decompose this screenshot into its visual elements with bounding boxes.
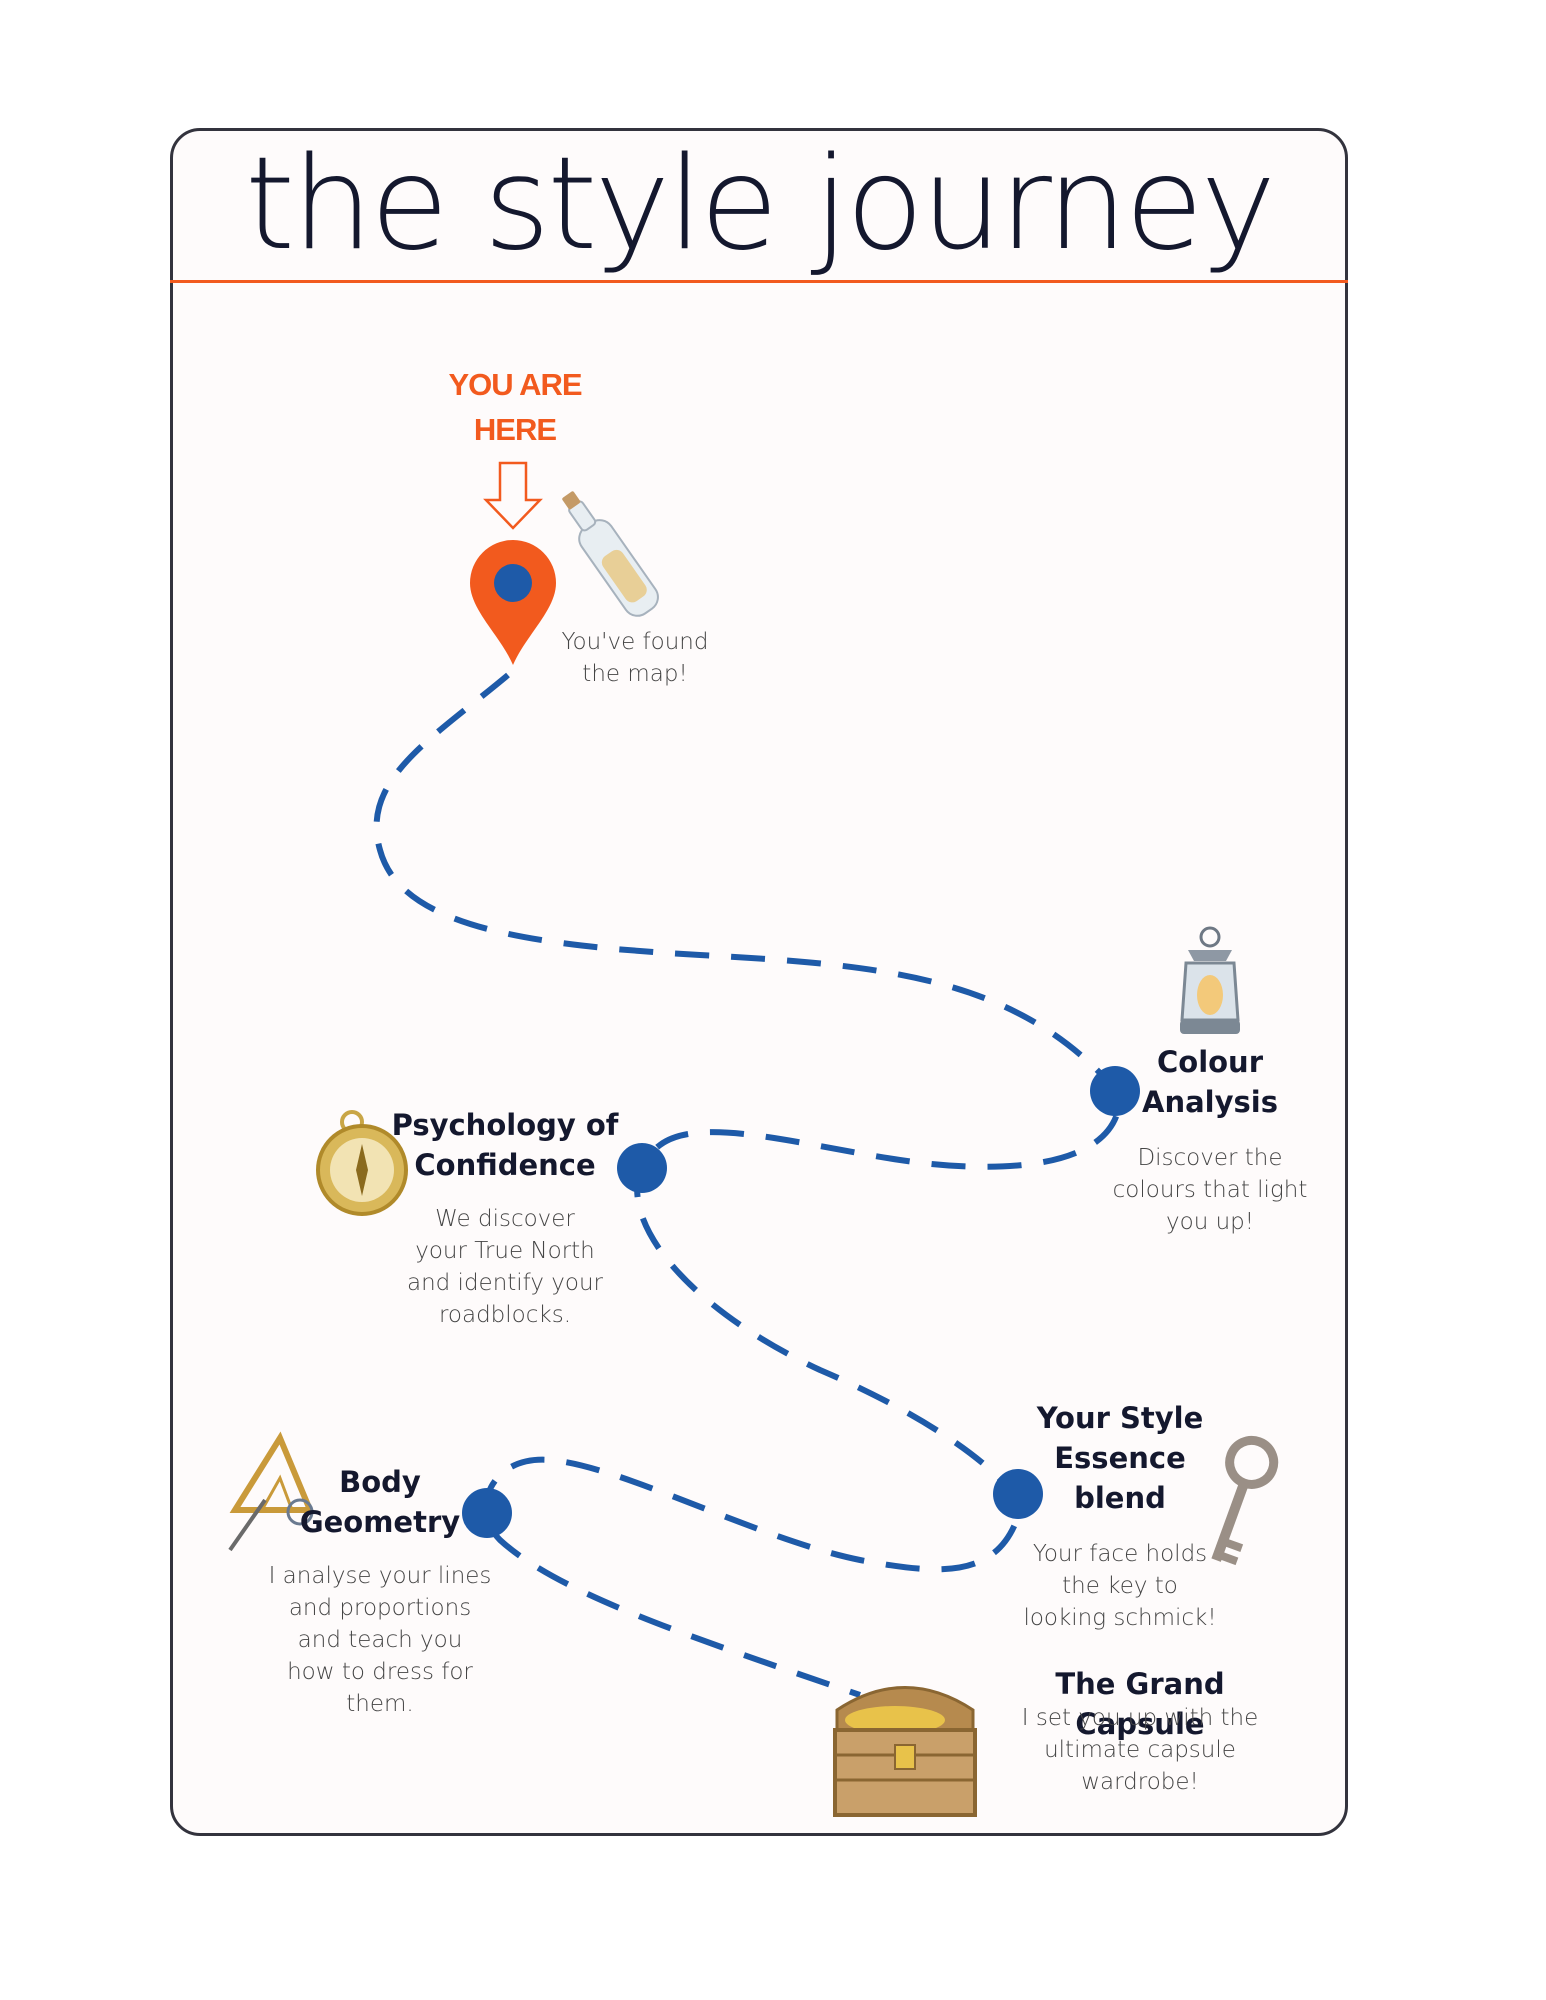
lantern-icon — [1180, 928, 1240, 1034]
stop-desc-style-essence: Your face holds the key to looking schmi… — [1000, 1538, 1240, 1634]
stop-title-psychology: Psychology of Confidence — [370, 1105, 640, 1185]
message-bottle-icon — [552, 484, 663, 621]
stop-desc-colour-analysis: Discover the colours that light you up! — [1095, 1142, 1325, 1238]
marker-note: You've found the map! — [535, 626, 735, 690]
stop-title-style-essence: Your Style Essence blend — [1000, 1398, 1240, 1518]
stop-desc-body-geometry: I analyse your lines and proportions and… — [255, 1560, 505, 1720]
down-arrow-icon — [486, 463, 540, 528]
stop-desc-grand-capsule: I set you up with the ultimate capsule w… — [1010, 1702, 1270, 1798]
stop-title-body-geometry: Body Geometry — [280, 1462, 480, 1542]
stop-desc-psychology: We discover your True North and identify… — [380, 1203, 630, 1331]
you-are-here-label: YOU ARE HERE — [420, 362, 610, 452]
stop-title-colour-analysis: Colour Analysis — [1090, 1042, 1330, 1122]
treasure-chest-icon — [835, 1688, 975, 1816]
